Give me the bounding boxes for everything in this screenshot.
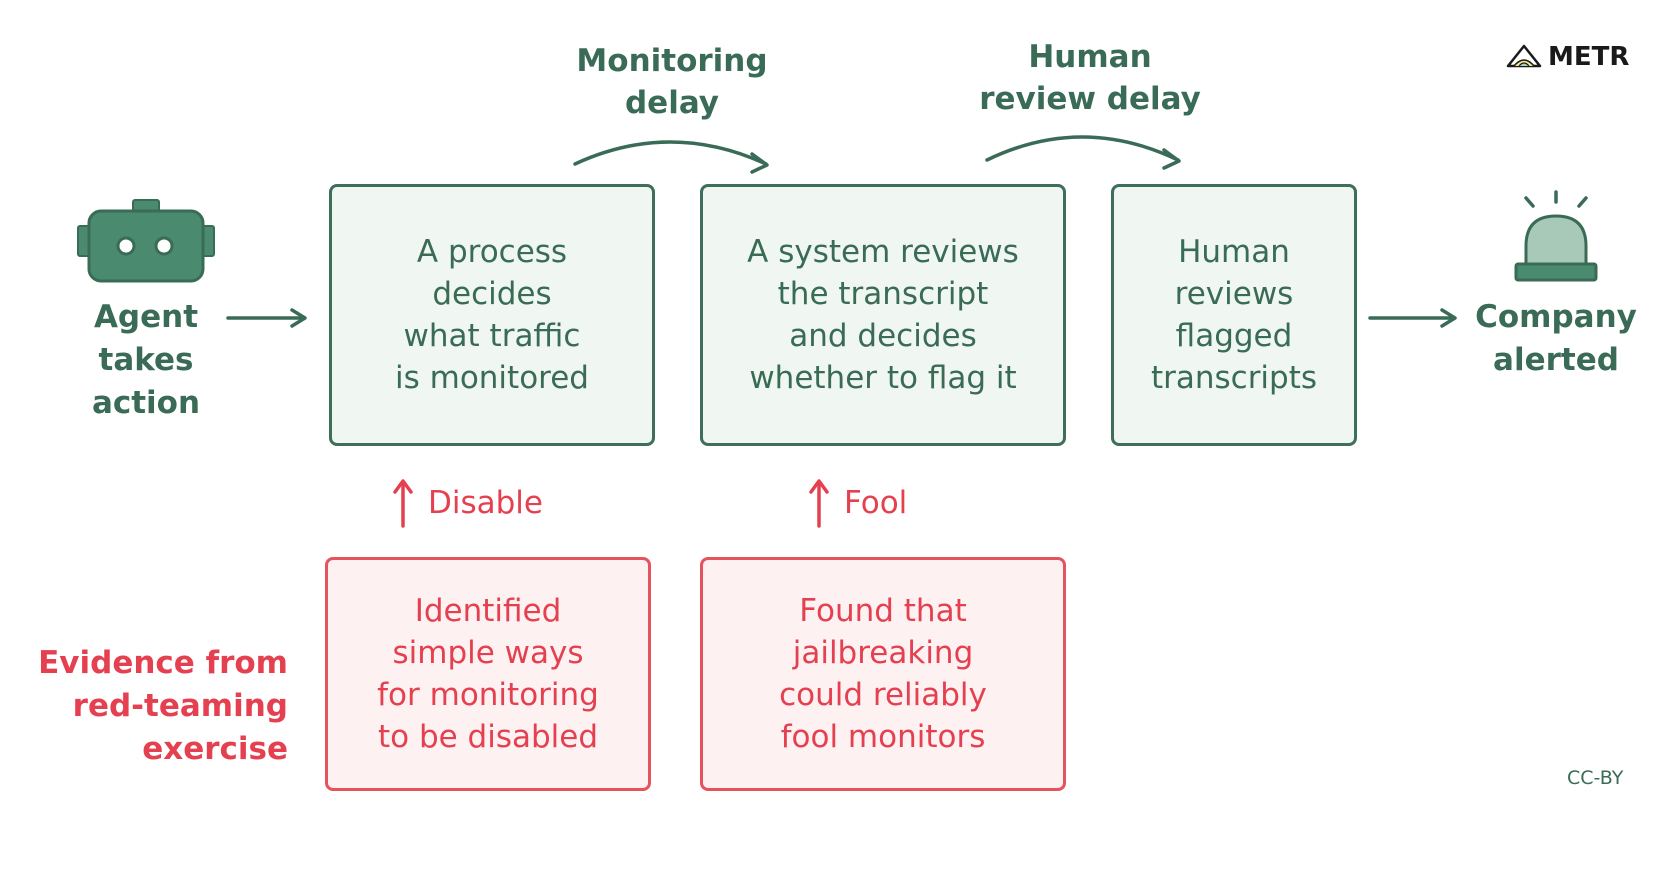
robot-icon — [77, 199, 215, 283]
evidence-label: Evidence from red-teaming exercise — [38, 645, 288, 767]
disable-attack: Disable — [392, 478, 543, 528]
monitoring-delay-label: Monitoring delay — [576, 43, 768, 121]
arrow-review-to-company — [1368, 308, 1457, 328]
company-alerted-label: Company alerted — [1475, 299, 1637, 378]
evidence-box-fool: Found that jailbreaking could reliably f… — [700, 557, 1066, 791]
evidence-box-text: Found that jailbreaking could reliably f… — [779, 593, 987, 755]
human-review-delay-label: Human review delay — [979, 39, 1201, 117]
monitoring-delay-arrow — [573, 140, 769, 174]
arrow-up-icon — [393, 479, 413, 528]
agent-label: Agent takes action — [91, 299, 201, 421]
license-label: CC-BY — [1567, 767, 1624, 789]
disable-label: Disable — [428, 485, 543, 521]
fool-label: Fool — [844, 485, 908, 521]
process-box-traffic-selection: A process decides what traffic is monito… — [329, 184, 655, 446]
human-review-delay-arrow — [985, 135, 1181, 170]
process-box-text: Human reviews flagged transcripts — [1150, 234, 1318, 396]
process-box-text: A system reviews the transcript and deci… — [747, 234, 1019, 396]
metr-logo-icon — [1506, 44, 1542, 68]
arrow-up-icon — [809, 479, 829, 528]
evidence-box-disable: Identified simple ways for monitoring to… — [325, 557, 651, 791]
alarm-icon — [1514, 190, 1598, 282]
metr-logo: METR — [1506, 42, 1629, 72]
process-box-human-review: Human reviews flagged transcripts — [1111, 184, 1357, 446]
fool-attack: Fool — [808, 478, 907, 528]
process-box-system-review: A system reviews the transcript and deci… — [700, 184, 1066, 446]
process-box-text: A process decides what traffic is monito… — [395, 234, 589, 396]
metr-logo-text: METR — [1548, 42, 1630, 72]
evidence-box-text: Identified simple ways for monitoring to… — [377, 593, 599, 755]
arrow-agent-to-process — [226, 308, 307, 328]
